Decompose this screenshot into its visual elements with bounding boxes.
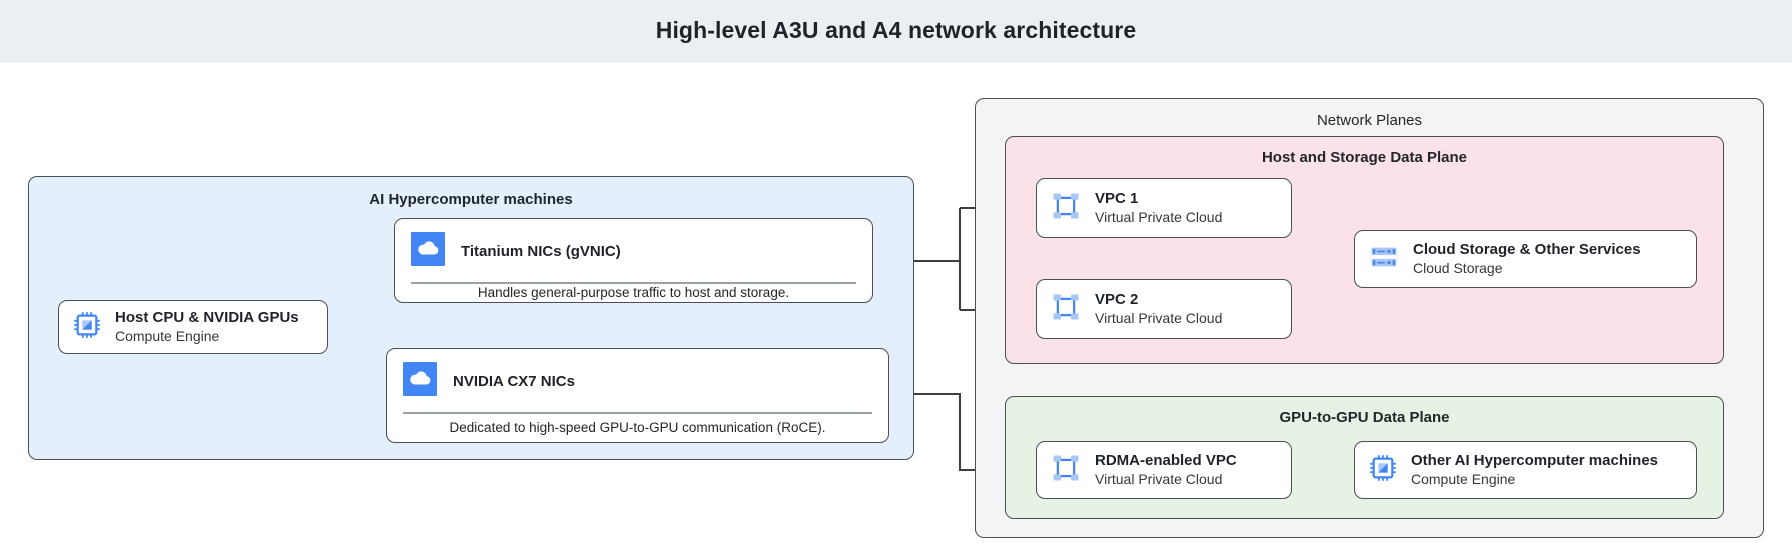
card-title: VPC 2 (1095, 290, 1139, 308)
group-title-gpu-plane: GPU-to-GPU Data Plane (1279, 409, 1450, 426)
card-subtitle: Virtual Private Cloud (1095, 471, 1223, 488)
card-vpc-1[interactable]: VPC 1 Virtual Private Cloud (1036, 178, 1292, 238)
card-cloud-storage-other-services[interactable]: Cloud Storage & Other Services Cloud Sto… (1354, 230, 1697, 288)
card-note: Dedicated to high-speed GPU-to-GPU commu… (449, 420, 826, 436)
cpu-chip-icon (1369, 454, 1397, 487)
card-note: Handles general-purpose traffic to host … (477, 285, 790, 301)
header-bar: High-level A3U and A4 network architectu… (0, 0, 1792, 62)
card-nvidia-cx7-nics[interactable]: NVIDIA CX7 NICs Dedicated to high-speed … (386, 348, 889, 443)
card-title: Host CPU & NVIDIA GPUs (115, 308, 299, 326)
cpu-chip-icon (73, 311, 101, 344)
cloud-icon (411, 232, 445, 271)
card-subtitle: Virtual Private Cloud (1095, 209, 1223, 226)
divider (403, 412, 872, 414)
card-title: NVIDIA CX7 NICs (453, 373, 575, 390)
card-subtitle: Virtual Private Cloud (1095, 310, 1223, 327)
page-title: High-level A3U and A4 network architectu… (655, 17, 1137, 43)
vpc-icon (1051, 292, 1081, 327)
card-title: VPC 1 (1095, 189, 1139, 207)
card-vpc-2[interactable]: VPC 2 Virtual Private Cloud (1036, 279, 1292, 339)
vpc-icon (1051, 453, 1081, 488)
storage-rack-icon (1369, 242, 1399, 277)
group-title-host-storage-plane: Host and Storage Data Plane (1261, 149, 1468, 166)
group-title-network-planes: Network Planes (1316, 112, 1423, 129)
divider (411, 282, 856, 284)
card-subtitle: Cloud Storage (1413, 260, 1503, 277)
cloud-icon (403, 362, 437, 401)
card-titanium-nics[interactable]: Titanium NICs (gVNIC) Handles general-pu… (394, 218, 873, 303)
card-title: RDMA-enabled VPC (1095, 451, 1237, 469)
card-title: Titanium NICs (gVNIC) (461, 243, 621, 260)
card-title: Other AI Hypercomputer machines (1411, 451, 1659, 469)
card-subtitle: Compute Engine (1411, 471, 1516, 488)
card-subtitle: Compute Engine (115, 328, 220, 345)
card-other-ai-hypercomputer-machines[interactable]: Other AI Hypercomputer machines Compute … (1354, 441, 1697, 499)
card-rdma-enabled-vpc[interactable]: RDMA-enabled VPC Virtual Private Cloud (1036, 441, 1292, 499)
vpc-icon (1051, 191, 1081, 226)
group-title-machines: AI Hypercomputer machines (369, 191, 573, 208)
card-host-cpu-gpus[interactable]: Host CPU & NVIDIA GPUs Compute Engine (58, 300, 328, 354)
card-title: Cloud Storage & Other Services (1413, 240, 1641, 258)
